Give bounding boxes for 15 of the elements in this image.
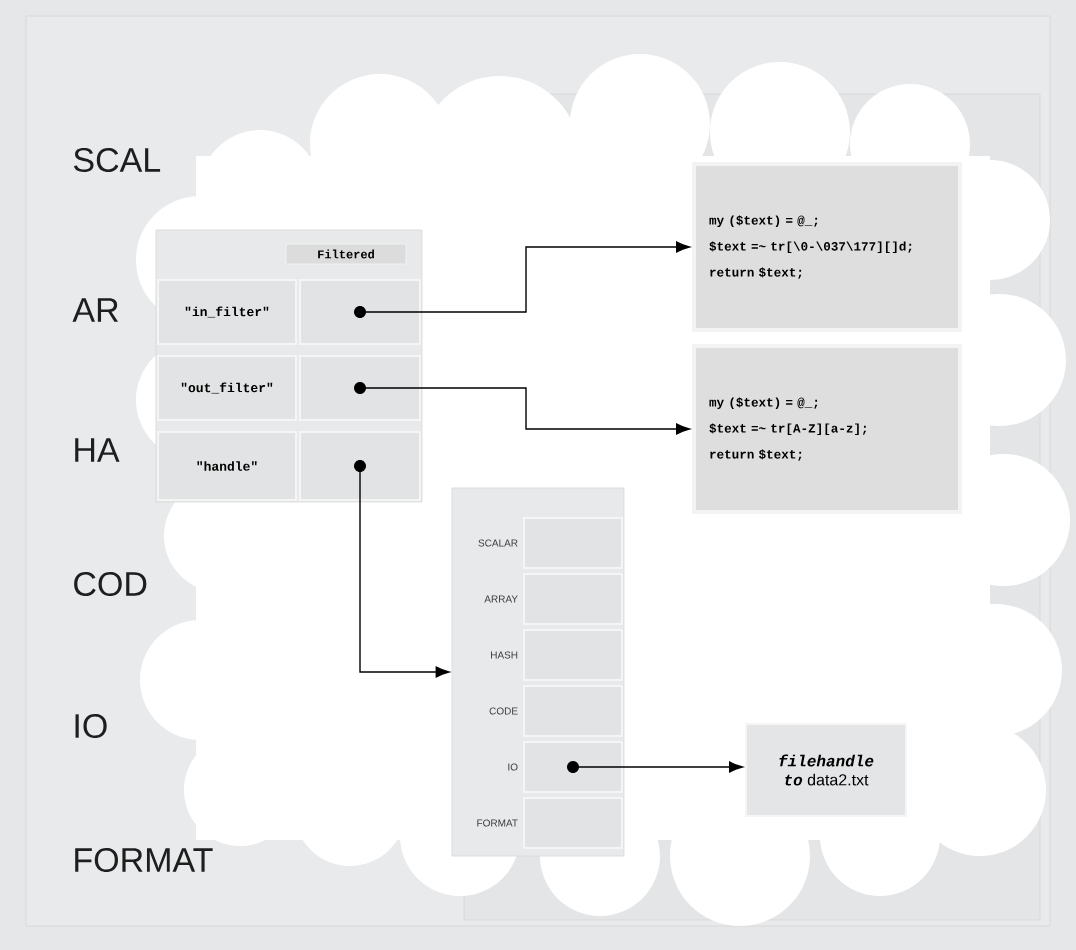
row-label: SCAL (73, 147, 161, 173)
arrow (572, 761, 743, 773)
row-label: FORMAT (75, 847, 213, 873)
row-label: HA (75, 438, 120, 462)
value-cell (523, 629, 623, 681)
arrow (359, 241, 690, 313)
value-cell (523, 685, 623, 737)
value-cell (523, 517, 623, 569)
value-cell (523, 573, 623, 625)
arrow (359, 387, 690, 435)
filehandle-box: filehandle to data2.txt (745, 723, 907, 817)
row-label: IO (75, 713, 107, 739)
value-cell (523, 797, 623, 849)
row-label: COD (74, 571, 147, 597)
row-label: AR (72, 298, 119, 322)
